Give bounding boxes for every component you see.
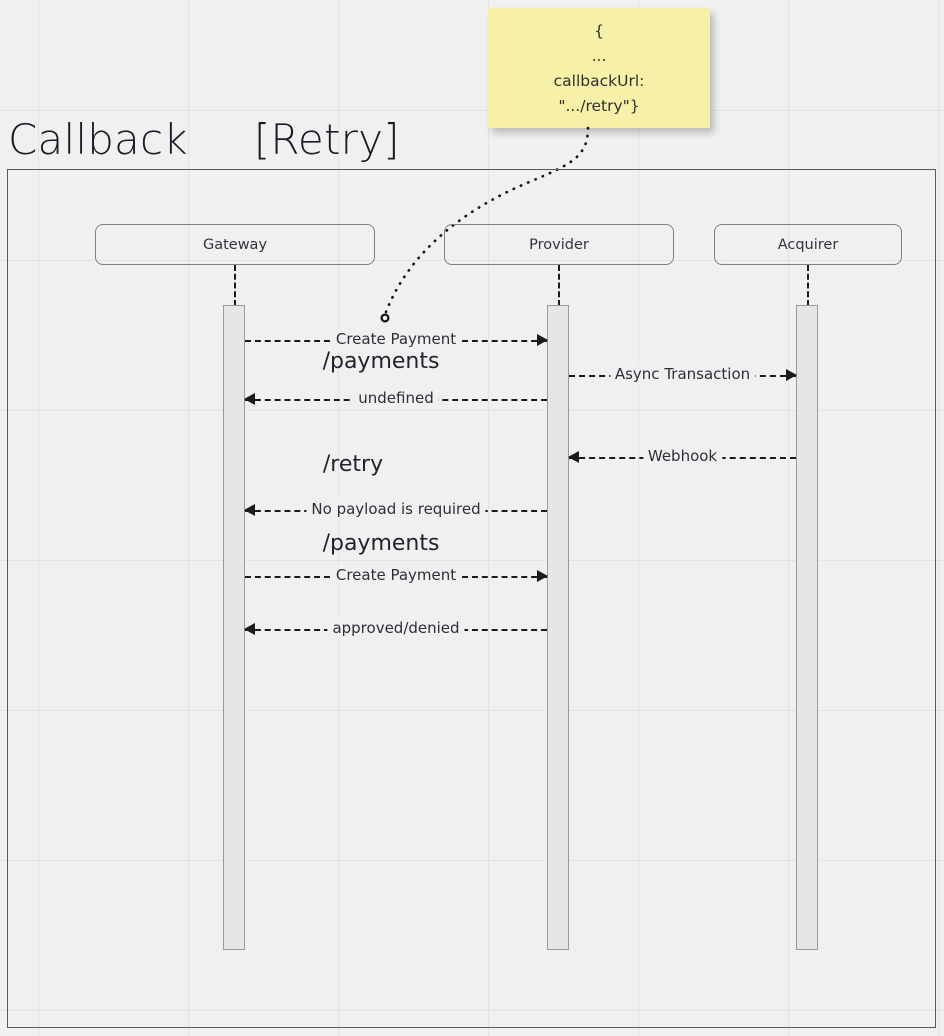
- page-title-tag: [Retry]: [253, 115, 400, 164]
- arrowhead-right-icon: [537, 334, 548, 346]
- activation-gateway: [223, 305, 245, 950]
- callback-url-note: { ... callbackUrl: ".../retry"}: [488, 8, 710, 128]
- activation-acquirer: [796, 305, 818, 950]
- arrowhead-left-icon: [244, 393, 255, 405]
- lifeline-gateway: [234, 265, 236, 306]
- path-label-payments-1: /payments: [322, 349, 440, 374]
- message-label: Create Payment: [330, 565, 462, 585]
- page-title: Callback: [8, 115, 188, 164]
- participant-acquirer[interactable]: Acquirer: [714, 224, 902, 265]
- note-line-1: {: [594, 22, 604, 40]
- participant-gateway[interactable]: Gateway: [95, 224, 375, 265]
- arrowhead-left-icon: [244, 504, 255, 516]
- activation-provider: [547, 305, 569, 950]
- arrowhead-right-icon: [537, 570, 548, 582]
- arrowhead-left-icon: [568, 451, 579, 463]
- arrowhead-left-icon: [244, 623, 255, 635]
- message-label: undefined: [353, 388, 439, 408]
- note-line-3: callbackUrl:: [553, 72, 645, 90]
- participant-label-provider: Provider: [529, 236, 589, 253]
- message-label: Webhook: [642, 446, 723, 466]
- message-label: Create Payment: [330, 329, 462, 349]
- message-label: No payload is required: [306, 499, 486, 519]
- note-line-4: ".../retry"}: [558, 97, 640, 115]
- note-line-2: ...: [591, 47, 607, 65]
- diagram-frame: [7, 169, 936, 1028]
- message-label: Async Transaction: [609, 364, 756, 384]
- participant-label-gateway: Gateway: [202, 236, 268, 253]
- participant-label-acquirer: Acquirer: [777, 236, 839, 253]
- path-label-retry: /retry: [322, 452, 384, 477]
- diagram-title-row: Callback [Retry]: [8, 112, 400, 168]
- lifeline-provider: [558, 265, 560, 306]
- path-label-payments-2: /payments: [322, 531, 440, 556]
- participant-provider[interactable]: Provider: [444, 224, 674, 265]
- lifeline-acquirer: [807, 265, 809, 306]
- arrowhead-right-icon: [786, 369, 797, 381]
- message-label: approved/denied: [327, 618, 465, 638]
